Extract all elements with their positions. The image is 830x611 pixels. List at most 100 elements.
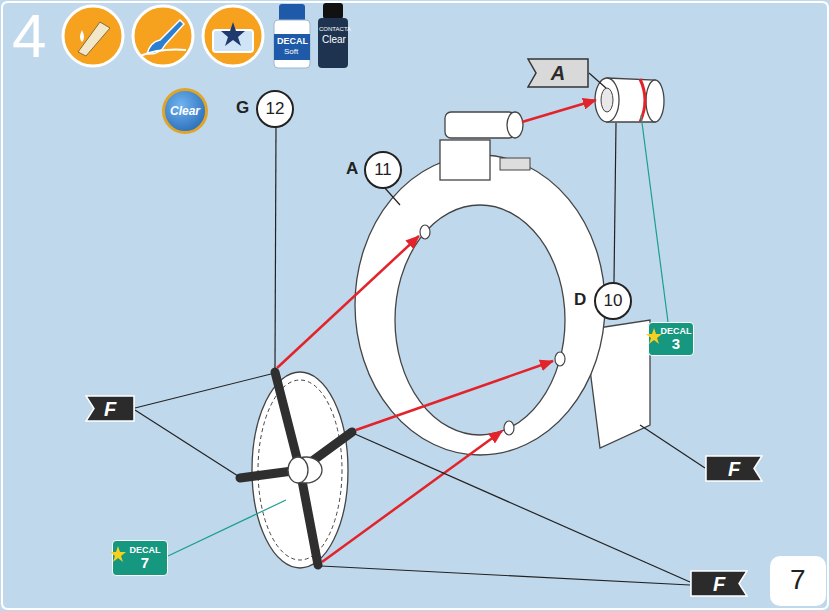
leader-lines-shape [135, 410, 238, 476]
part-11-shape [504, 421, 514, 435]
leader-lines-shape [275, 127, 276, 368]
callout-circle: 11 [364, 151, 402, 189]
glue-bottles-shape [274, 34, 310, 60]
glue-bottles-shape [323, 3, 343, 19]
decal-word: DECAL [661, 326, 692, 336]
decal-number: 7 [141, 555, 149, 571]
leader-lines-shape [168, 500, 286, 556]
flag-text-box: F [705, 455, 763, 482]
tool-icons-shape [63, 6, 123, 66]
tool-icons-shape [133, 6, 193, 66]
part-11-shape [420, 225, 430, 239]
part-12-shape [288, 457, 308, 483]
page-number: 7 [790, 564, 806, 596]
glue-bottles-shape [318, 18, 348, 68]
decal-text-box: DECAL3 [661, 325, 691, 353]
part-letter: D [574, 290, 586, 310]
flag-outline [528, 59, 588, 87]
part-10 [595, 78, 664, 122]
part-11 [355, 112, 650, 455]
assembly-arrows-shape [522, 100, 596, 122]
leader-lines-shape [135, 374, 271, 408]
decal-star-shape [646, 328, 662, 344]
part-11-shape [355, 155, 605, 455]
assembly-arrows-shape [322, 431, 502, 562]
assembly-arrows-shape [356, 361, 553, 430]
part-10-shape [595, 78, 619, 122]
callout-number: A 11 [346, 150, 402, 188]
decal-number: 3 [672, 336, 680, 352]
bottle-label: Clear [322, 34, 346, 46]
callout-number-text: 10 [604, 291, 623, 311]
callout-number-text: 11 [374, 160, 392, 180]
leader-lines-shape [614, 123, 616, 282]
leader-lines-shape [355, 434, 690, 582]
decal-star [645, 327, 663, 345]
tool-icons-shape [78, 22, 110, 56]
tool-icons-shape [80, 30, 84, 42]
tool-icons [63, 6, 263, 66]
flag-text-box: F [85, 395, 135, 422]
glue-bottles-shape [279, 4, 305, 22]
page-frame-shape [770, 556, 826, 606]
callout-circle: 12 [256, 90, 294, 128]
part-11-shape [395, 205, 565, 435]
callout-number: D 10 [574, 281, 632, 319]
decal-badge: DECAL7 [112, 540, 168, 576]
tool-icons-shape [221, 22, 245, 46]
part-12 [240, 372, 352, 568]
part-10-shape [646, 80, 664, 122]
part-12-shape [275, 372, 300, 470]
part-11-shape [507, 112, 523, 138]
leader-lines-shape [641, 115, 668, 322]
decal-badge: DECAL3 [648, 322, 694, 356]
decal-text-box: DECAL7 [125, 543, 165, 573]
leader-lines-shape [589, 73, 606, 88]
clear-badge: Clear [162, 88, 208, 134]
bottle-label: DECAL [277, 36, 308, 46]
bottle-label: Soft [284, 47, 298, 56]
callout-circle: 10 [594, 282, 632, 320]
assembly-arrows [277, 100, 596, 562]
callout-number-text: 12 [266, 99, 285, 119]
decal-star [109, 545, 127, 563]
glue-bottles [274, 3, 348, 68]
part-12-shape [300, 470, 318, 565]
leader-lines-shape [384, 187, 400, 205]
step-number: 4 [12, 0, 46, 71]
part-11-shape [445, 112, 515, 138]
bottle-label: CONTACTA [319, 26, 351, 33]
flag-letter: F [728, 459, 740, 479]
flag-text-box: A [527, 58, 589, 88]
part-flag: A [527, 58, 589, 88]
part-flag: F [85, 395, 135, 422]
assembly-arrows-shape [277, 236, 419, 368]
part-11-shape [440, 140, 490, 180]
part-letter: G [236, 98, 249, 118]
part-10-shape [601, 88, 613, 112]
part-flag: F [705, 455, 763, 482]
flag-letter: F [713, 574, 725, 594]
leader-lines [135, 73, 705, 585]
flag-outline [86, 396, 134, 421]
leader-lines-shape [640, 425, 705, 468]
part-11-shape [500, 158, 530, 170]
part-flag: F [690, 570, 748, 597]
flag-letter: F [104, 399, 116, 419]
decal-star-shape [110, 546, 126, 562]
flag-outline [691, 571, 747, 596]
callout-number: G 12 [236, 89, 294, 127]
clear-text: Clear [170, 104, 200, 118]
glue-bottles-shape [274, 20, 310, 68]
decal-word: DECAL [130, 545, 161, 555]
tool-icons-shape [140, 50, 186, 56]
flag-outline [706, 456, 762, 481]
leader-lines-shape [321, 566, 690, 585]
tool-icons-shape [203, 6, 263, 66]
part-letter: A [346, 159, 358, 179]
part-11-shape [555, 352, 565, 366]
flag-text-box: F [690, 570, 748, 597]
